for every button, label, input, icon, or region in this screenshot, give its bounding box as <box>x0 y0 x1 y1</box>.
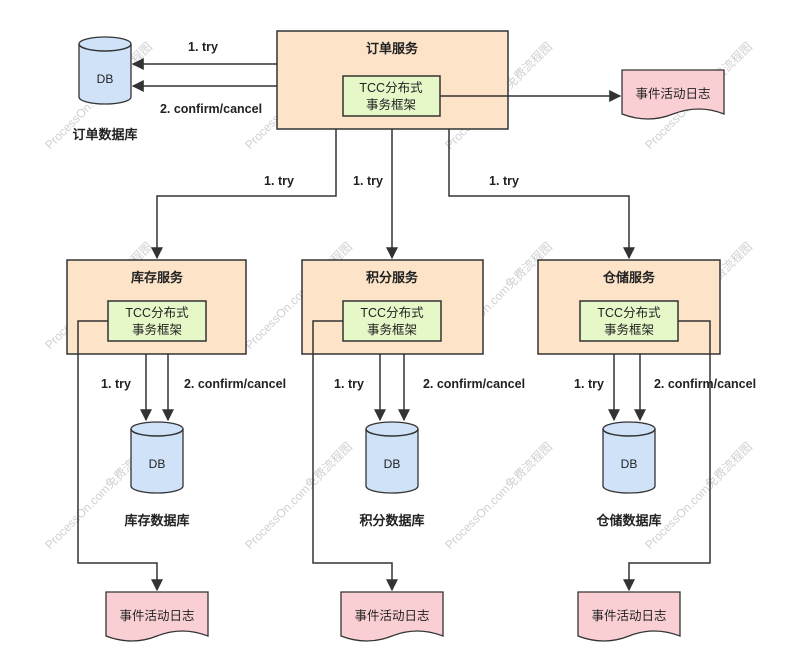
inventory-db-top-rim <box>130 428 184 437</box>
warehouse-framework-line1: TCC分布式 <box>597 306 661 320</box>
order-framework-line1: TCC分布式 <box>359 81 423 95</box>
warehouse-log-shape <box>577 591 681 642</box>
watermark: ProcessOn.com免费流程图 <box>442 439 555 552</box>
points-db-top-rim <box>365 428 419 437</box>
inventory-log-text: 事件活动日志 <box>119 609 194 623</box>
inventory-framework-box <box>107 300 207 342</box>
inventory-confirm-label: 2. confirm/cancel <box>184 377 286 391</box>
warehouse-db: DB 仓储数据库 <box>595 421 662 528</box>
points-log-shape <box>340 591 444 642</box>
branch-left-label: 1. try <box>264 174 294 188</box>
inventory-framework-line1: TCC分布式 <box>125 306 189 320</box>
inventory-framework-line2: 事务框架 <box>132 322 182 337</box>
order-log-shape <box>621 69 725 120</box>
warehouse-db-label: DB <box>621 457 638 471</box>
edge-points-log <box>312 320 398 592</box>
watermark: ProcessOn.com免费流程图 <box>242 439 355 552</box>
warehouse-service-title: 仓储服务 <box>602 270 656 285</box>
warehouse-service: 仓储服务 TCC分布式 事务框架 <box>537 259 721 355</box>
warehouse-confirm-label: 2. confirm/cancel <box>654 377 756 391</box>
order-db: DB 订单数据库 <box>72 36 138 142</box>
edge-to-warehouse <box>448 129 635 260</box>
points-log: 事件活动日志 <box>340 591 444 642</box>
inventory-try-label: 1. try <box>101 377 131 391</box>
points-framework-line2: 事务框架 <box>367 322 417 337</box>
inventory-db-label: DB <box>149 457 166 471</box>
points-framework-line1: TCC分布式 <box>360 306 424 320</box>
watermark: ProcessOn.com免费流程图 <box>642 439 755 552</box>
points-db-cylinder <box>365 421 419 494</box>
points-confirm-label: 2. confirm/cancel <box>423 377 525 391</box>
order-db-label: DB <box>97 72 114 86</box>
order-confirm-label: 2. confirm/cancel <box>160 102 262 116</box>
points-db-label: DB <box>384 457 401 471</box>
warehouse-db-cylinder <box>602 421 656 494</box>
inventory-service-title: 库存服务 <box>131 270 184 285</box>
order-db-top-rim <box>78 43 132 52</box>
points-service-title: 积分服务 <box>366 270 419 285</box>
inventory-db-caption: 库存数据库 <box>124 513 189 528</box>
points-db-caption: 积分数据库 <box>359 513 424 528</box>
warehouse-log: 事件活动日志 <box>577 591 681 642</box>
warehouse-try-label: 1. try <box>574 377 604 391</box>
order-log: 事件活动日志 <box>621 69 725 120</box>
order-db-caption: 订单数据库 <box>72 127 137 142</box>
order-db-cylinder <box>78 36 132 105</box>
points-db: DB 积分数据库 <box>359 421 425 528</box>
inventory-db: DB 库存数据库 <box>124 421 190 528</box>
order-service-title: 订单服务 <box>366 41 419 56</box>
order-service: 订单服务 TCC分布式 事务框架 <box>276 30 509 130</box>
order-try-label: 1. try <box>188 40 218 54</box>
warehouse-log-text: 事件活动日志 <box>591 609 666 623</box>
branch-middle-label: 1. try <box>353 174 383 188</box>
points-service: 积分服务 TCC分布式 事务框架 <box>301 259 484 355</box>
order-log-text: 事件活动日志 <box>635 87 710 101</box>
inventory-log-shape <box>105 591 209 642</box>
warehouse-db-top-rim <box>602 428 656 437</box>
edge-to-inventory <box>151 129 337 260</box>
edge-inventory-log <box>77 320 163 592</box>
points-try-label: 1. try <box>334 377 364 391</box>
order-framework-line2: 事务框架 <box>366 97 416 112</box>
points-log-text: 事件活动日志 <box>354 609 429 623</box>
branch-right-label: 1. try <box>489 174 519 188</box>
inventory-service: 库存服务 TCC分布式 事务框架 <box>66 259 247 355</box>
warehouse-framework-line2: 事务框架 <box>604 322 654 337</box>
warehouse-db-caption: 仓储数据库 <box>595 513 661 528</box>
edge-warehouse-log <box>623 320 711 592</box>
inventory-log: 事件活动日志 <box>105 591 209 642</box>
inventory-db-cylinder <box>130 421 184 494</box>
